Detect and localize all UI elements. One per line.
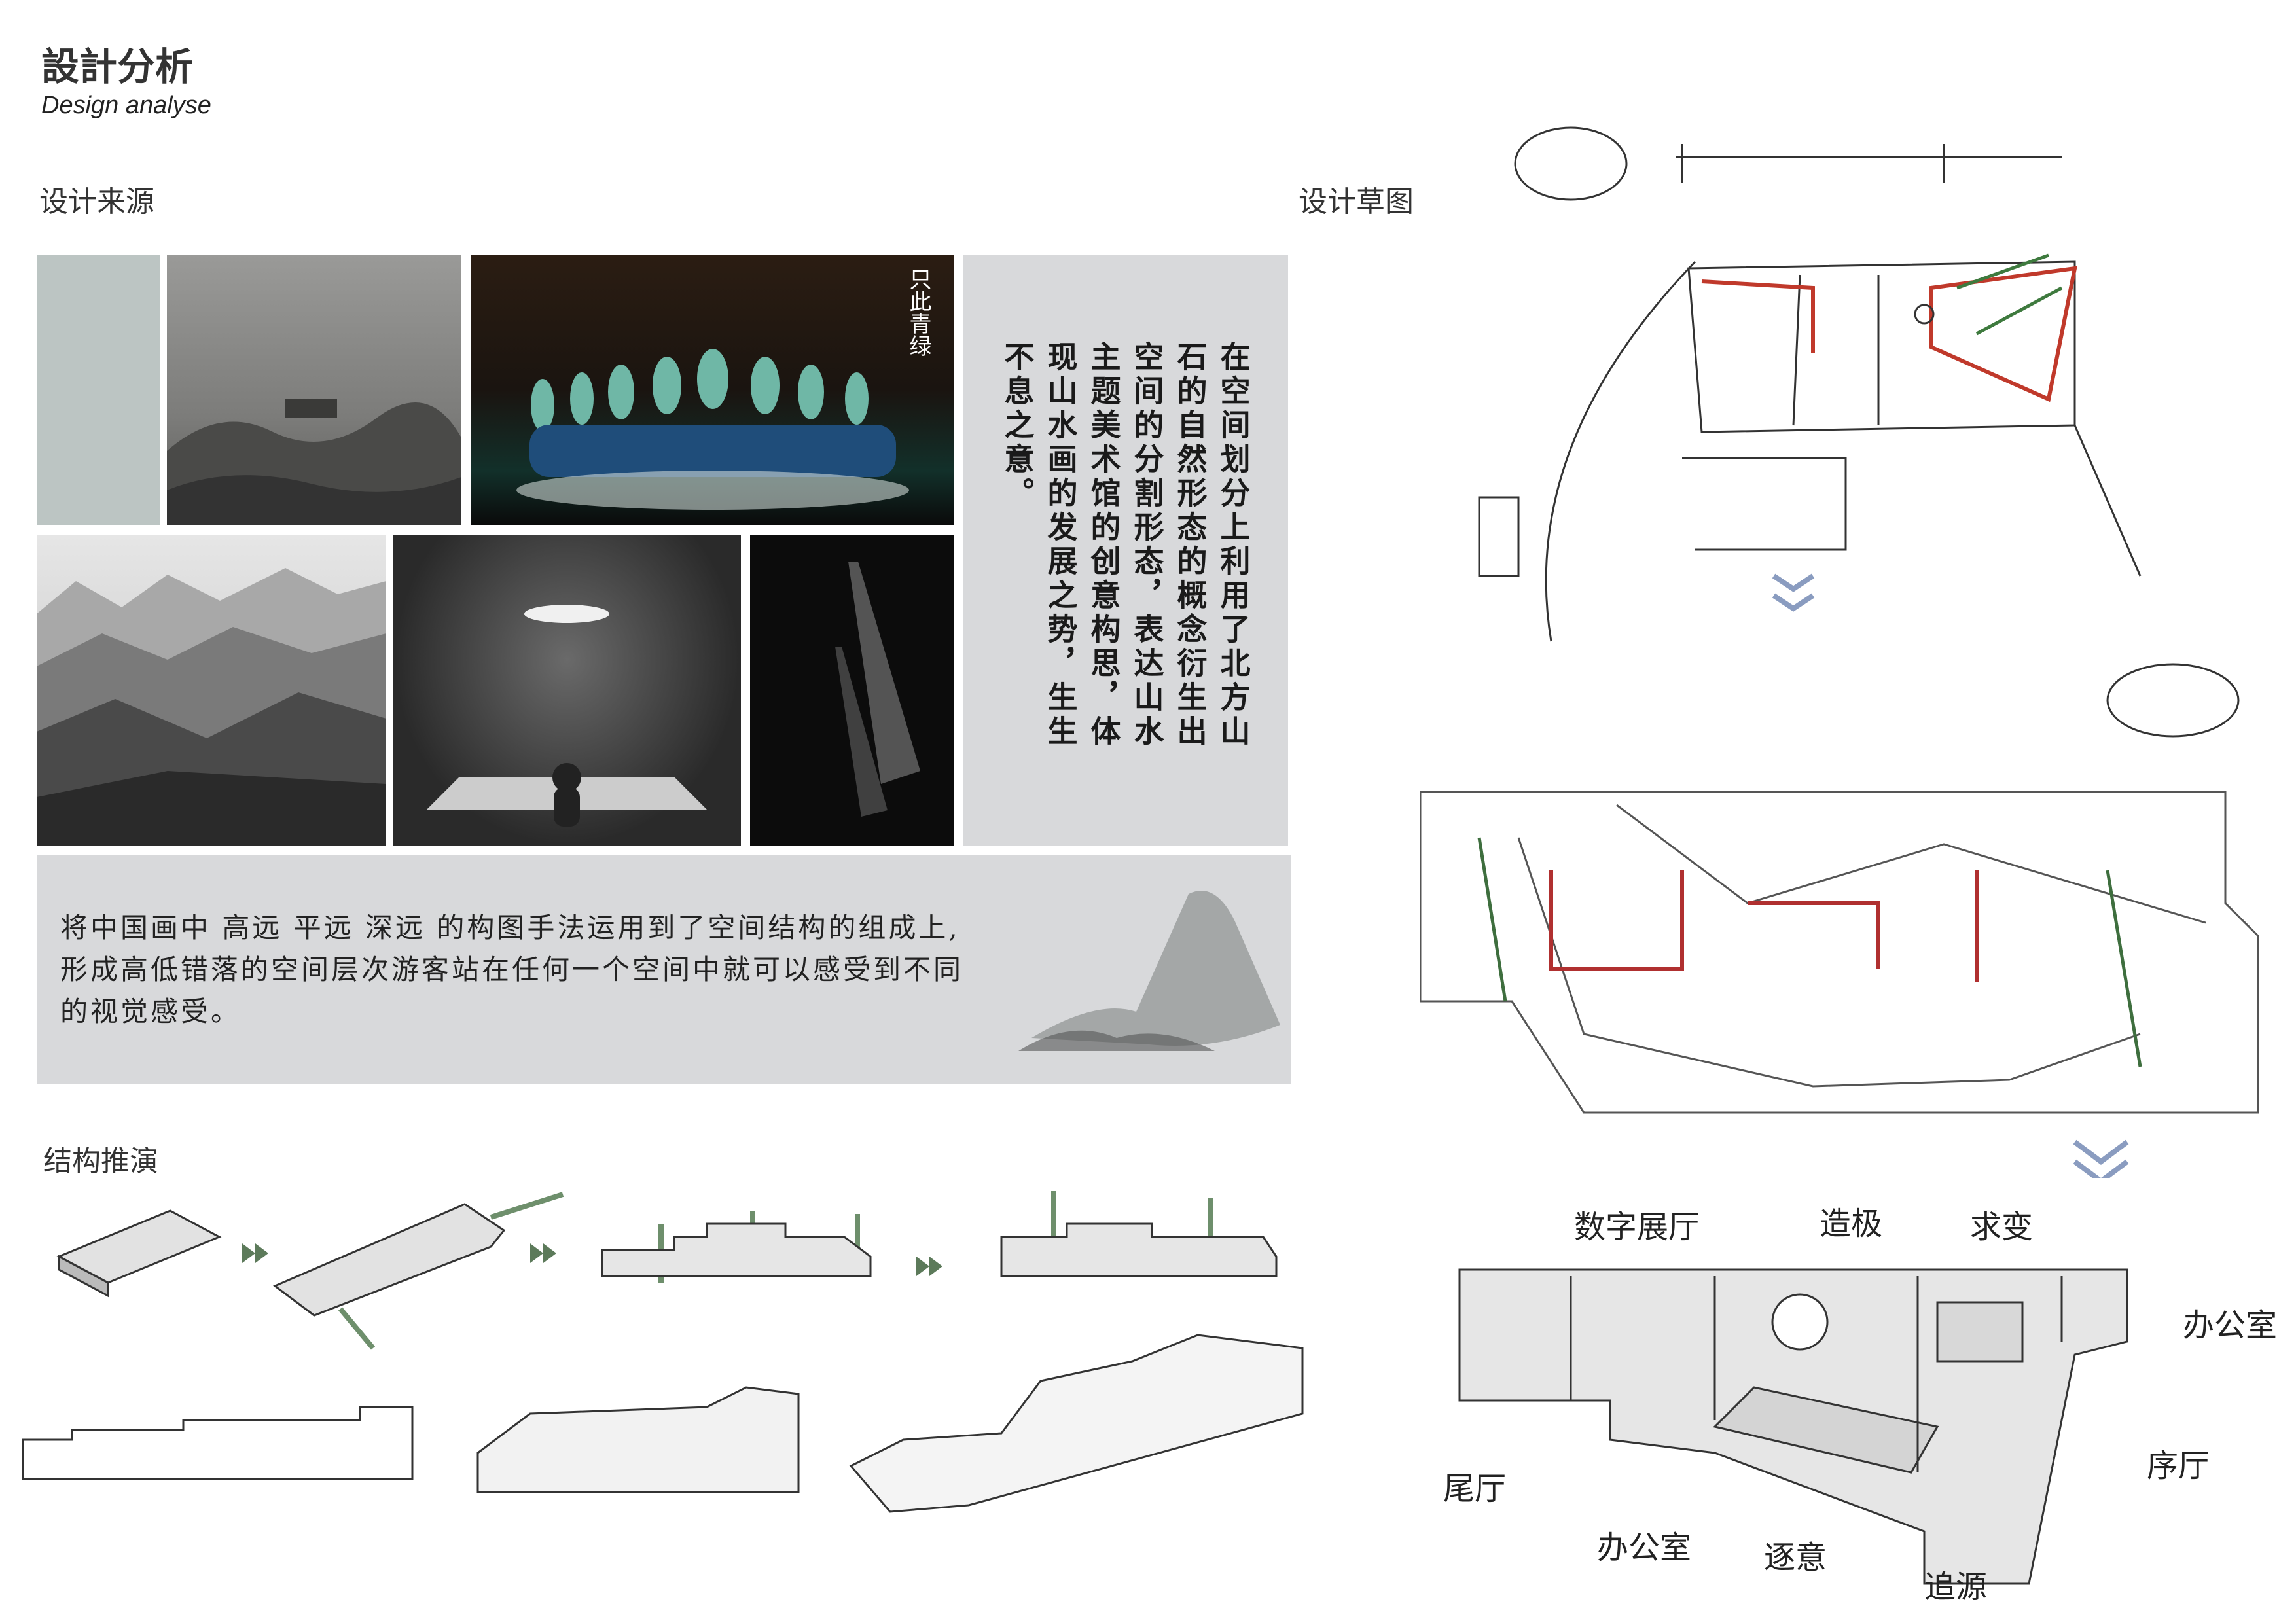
color-swatch bbox=[37, 255, 160, 525]
floor-plan bbox=[1458, 1268, 2128, 1585]
ink-mountain-illustration bbox=[1018, 891, 1280, 1051]
structure-evolution-diagrams bbox=[22, 1191, 1304, 1513]
floor-label-office-bottom: 办公室 bbox=[1597, 1529, 1692, 1566]
composition-description-panel: 将中国画中 高远 平远 深远 的构图手法运用到了空间结构的组成上,形成高低错落的… bbox=[37, 855, 1291, 1084]
composition-description: 将中国画中 高远 平远 深远 的构图手法运用到了空间结构的组成上,形成高低错落的… bbox=[60, 912, 964, 1027]
page-title: 設計分析 bbox=[41, 45, 194, 89]
section-heading-sketch: 设计草图 bbox=[1299, 185, 1414, 219]
skylight-room-image bbox=[393, 535, 741, 846]
concept-vertical-text: 在空间划分上利用了北方山石的自然形态的概念衍生出空间的分割形态，表达山水主题美术… bbox=[999, 341, 1251, 749]
floor-label-end-hall: 尾厅 bbox=[1443, 1471, 1507, 1507]
page-subtitle: Design analyse bbox=[41, 92, 211, 119]
floor-label-qiubian: 求变 bbox=[1970, 1209, 2034, 1245]
landscape-painting-image bbox=[167, 255, 461, 525]
section-heading-source: 设计来源 bbox=[39, 185, 154, 219]
floor-label-zhuiyuan: 追源 bbox=[1924, 1569, 1988, 1605]
mountains-image bbox=[37, 535, 386, 846]
concept-text-panel: 在空间划分上利用了北方山石的自然形态的概念衍生出空间的分割形态，表达山水主题美术… bbox=[963, 255, 1288, 846]
poster-logo: 只此青绿 bbox=[905, 268, 931, 357]
floor-label-digital-hall: 数字展厅 bbox=[1574, 1209, 1700, 1245]
floor-label-office-right: 办公室 bbox=[2183, 1307, 2278, 1344]
design-sketches bbox=[1420, 126, 2259, 1178]
floor-label-zhuyi: 逐意 bbox=[1764, 1539, 1827, 1576]
floor-label-entrance-hall: 序厅 bbox=[2147, 1448, 2210, 1484]
double-chevron-icon bbox=[242, 1243, 942, 1276]
dance-performance-image: 只此青绿 bbox=[471, 255, 954, 525]
floor-label-zaoji: 造极 bbox=[1820, 1205, 1883, 1242]
light-beam-image bbox=[750, 535, 954, 846]
section-heading-structure: 结构推演 bbox=[43, 1145, 158, 1178]
